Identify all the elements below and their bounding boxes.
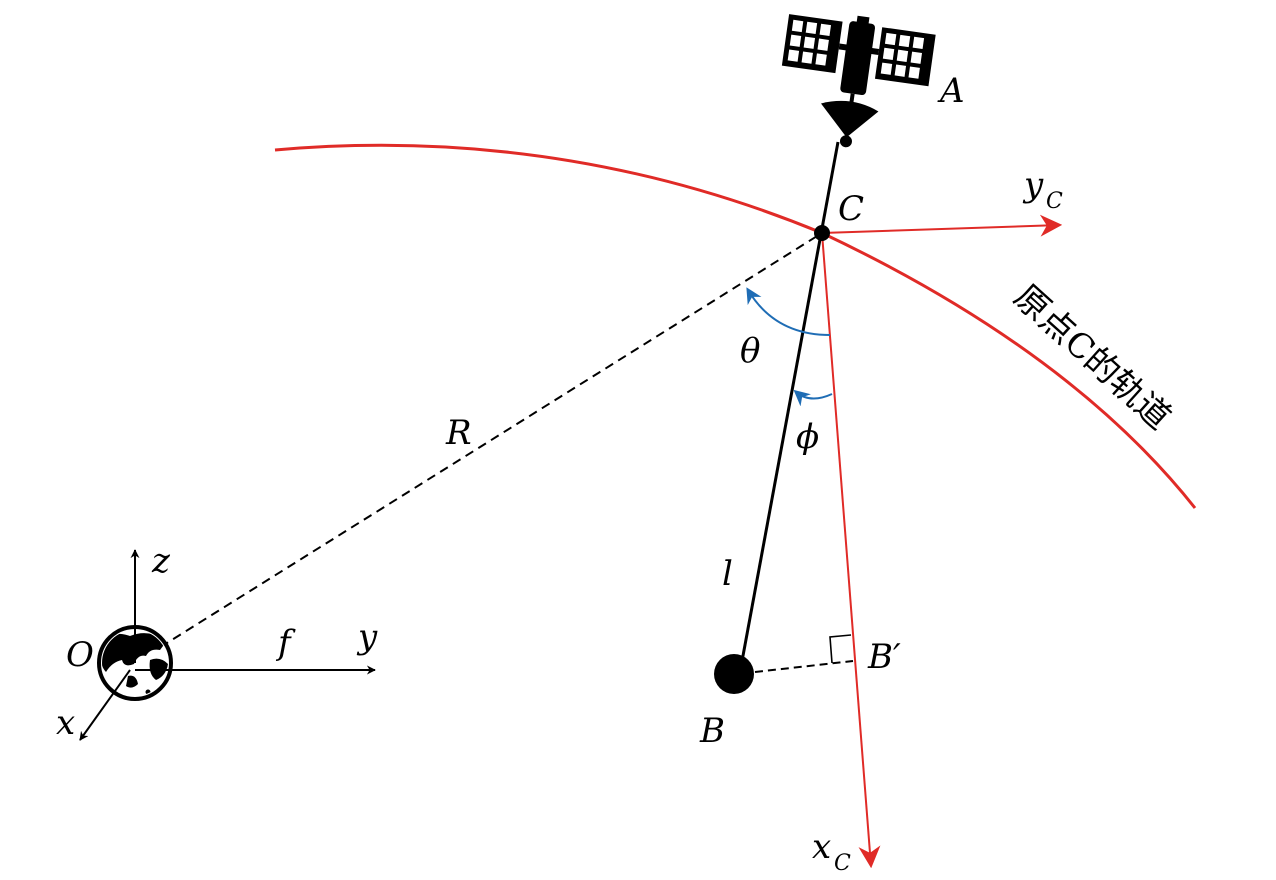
projection-line-b-bprime [754,660,854,673]
label-y: y [356,617,378,657]
label-phi: ϕ [796,417,819,457]
label-c: C [838,189,864,229]
label-yc: y [1022,165,1044,205]
point-c [814,225,830,241]
yc-axis [821,214,1063,237]
x-axis [79,669,131,741]
label-l: l [722,554,733,594]
label-orbit: 原点C的轨道 [1006,277,1178,438]
label-r: R [445,413,472,453]
label-z: z [151,541,171,581]
theta-angle-arrow [746,287,831,336]
mass-b [714,654,754,694]
label-theta: θ [740,331,760,371]
label-xc: x [812,827,831,867]
phi-angle-arrow [793,389,833,407]
label-o: O [66,635,94,675]
label-b: B [699,711,725,751]
satellite-icon [781,14,936,148]
radius-line-r [134,232,823,664]
label-x: x [56,703,75,743]
right-angle-marker [829,634,852,664]
label-yc-subscript: C [1046,189,1063,214]
label-f: f [275,623,296,663]
xc-axis [821,232,881,869]
label-a: A [937,71,965,111]
label-xc-subscript: C [834,851,851,876]
label-b-prime: B′ [867,637,901,677]
